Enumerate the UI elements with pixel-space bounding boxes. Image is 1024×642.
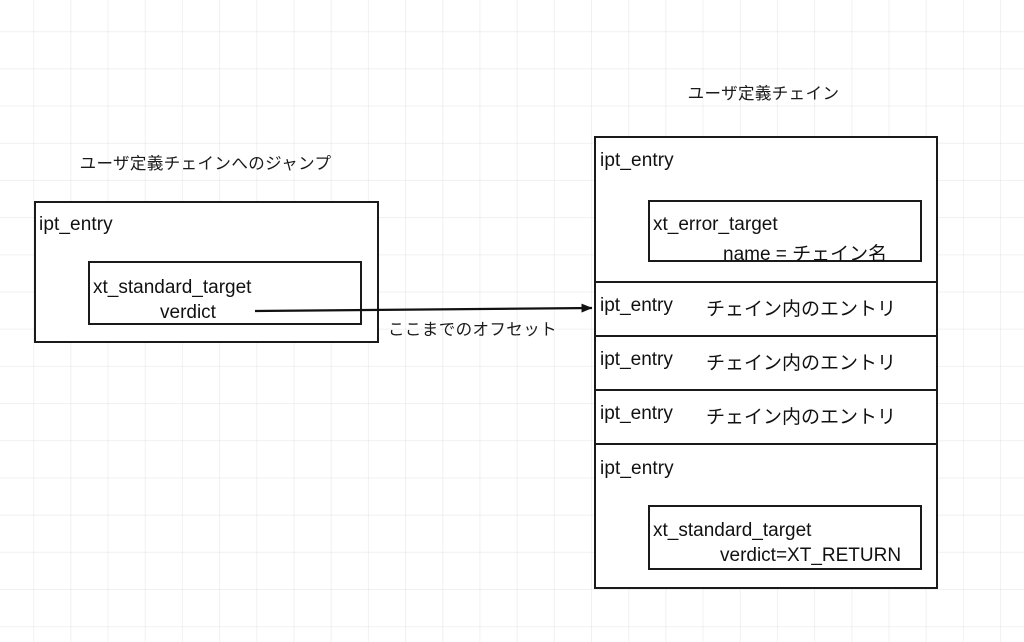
- chain-divider-4: [594, 443, 938, 445]
- chain-divider-2: [594, 335, 938, 337]
- chain-row-1-struct-label: ipt_entry: [600, 295, 673, 316]
- chain-row-1-note-label: チェイン内のエントリ: [706, 299, 897, 320]
- left-ipt-entry-label: ipt_entry: [39, 214, 113, 235]
- left-xt-standard-target-box: [88, 261, 362, 325]
- chain-head-ipt-entry-label: ipt_entry: [600, 150, 674, 171]
- chain-row-2-note-label: チェイン内のエントリ: [706, 353, 897, 374]
- chain-tail-xt-standard-target-label: xt_standard_target: [653, 520, 812, 541]
- chain-tail-ipt-entry-label: ipt_entry: [600, 458, 674, 479]
- chain-row-3-struct-label: ipt_entry: [600, 403, 673, 424]
- chain-head-xt-error-target-label: xt_error_target: [653, 214, 778, 235]
- chain-head-name-field-label: name = チェイン名: [723, 244, 888, 265]
- left-verdict-label: verdict: [160, 302, 216, 323]
- chain-head-xt-error-target-box: [648, 200, 922, 262]
- left-title-label: ユーザ定義チェインへのジャンプ: [79, 155, 332, 173]
- chain-tail-verdict-label: verdict=XT_RETURN: [720, 545, 902, 566]
- chain-row-3-note-label: チェイン内のエントリ: [706, 407, 897, 428]
- chain-divider-3: [594, 389, 938, 391]
- chain-tail-xt-standard-target-box: [648, 505, 922, 570]
- left-xt-standard-target-label: xt_standard_target: [93, 277, 252, 298]
- chain-divider-1: [594, 281, 938, 283]
- offset-label: ここまでのオフセット: [388, 321, 557, 339]
- chain-row-2-struct-label: ipt_entry: [600, 349, 673, 370]
- right-title-label: ユーザ定義チェイン: [687, 85, 840, 103]
